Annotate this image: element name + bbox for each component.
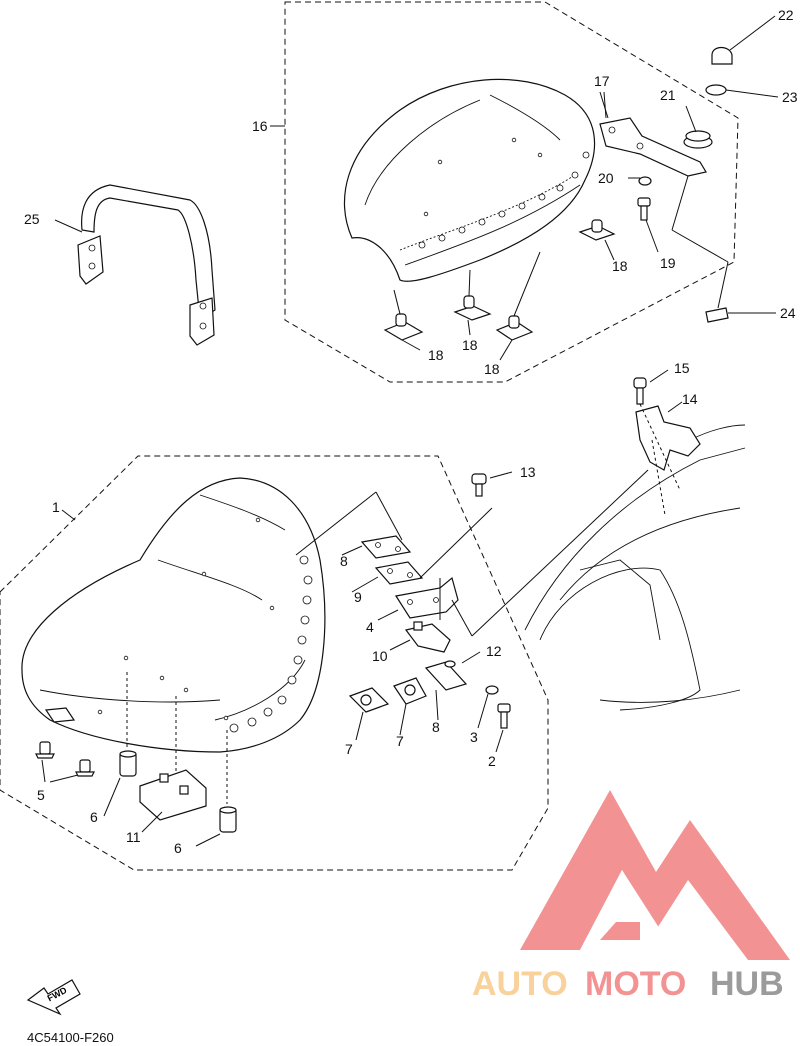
logo-text-moto: MOTO <box>585 965 686 1003</box>
label-8-a: 8 <box>340 553 348 569</box>
label-12: 12 <box>486 643 502 659</box>
bolt-2 <box>497 703 511 729</box>
grommet-21 <box>683 130 713 149</box>
plate-8-b <box>424 661 468 691</box>
logo-text-auto: AUTO <box>472 965 568 1003</box>
bolt-19 <box>637 197 651 221</box>
logo-text-hub: HUB <box>710 965 784 1003</box>
label-19: 19 <box>660 255 676 271</box>
label-18-a: 18 <box>428 347 444 363</box>
label-10: 10 <box>372 648 388 664</box>
label-20: 20 <box>598 170 614 186</box>
label-13: 13 <box>520 464 536 480</box>
label-16: 16 <box>252 118 268 134</box>
stud-18-a <box>383 313 424 341</box>
label-2: 2 <box>488 753 496 769</box>
label-24: 24 <box>780 305 796 321</box>
main-seat <box>21 477 326 753</box>
label-7-a: 7 <box>345 741 353 757</box>
seat-tab <box>44 707 76 723</box>
stud-18-d <box>578 219 616 241</box>
washer-3 <box>485 685 499 695</box>
label-8-b: 8 <box>432 719 440 735</box>
leader-lines <box>54 15 779 847</box>
stopper-7-b <box>393 677 427 705</box>
label-17: 17 <box>594 73 610 89</box>
label-25: 25 <box>24 211 40 227</box>
damper-block-11 <box>139 769 207 821</box>
bolt-13 <box>471 473 487 497</box>
washer-12 <box>444 660 456 668</box>
label-23: 23 <box>782 89 798 105</box>
main-seat-group-boundary <box>0 455 549 871</box>
cap-nut-22 <box>711 46 733 65</box>
bolt-15 <box>633 377 647 405</box>
plate-8-a <box>360 535 412 559</box>
label-4: 4 <box>366 619 374 635</box>
label-5: 5 <box>37 787 45 803</box>
label-18-c: 18 <box>484 361 500 377</box>
label-15: 15 <box>674 360 690 376</box>
bracket-4 <box>395 576 459 619</box>
bracket-10 <box>404 621 451 653</box>
washer-20 <box>638 176 652 186</box>
part-labels: 1 2 3 4 5 6 6 7 7 8 8 9 10 11 12 13 14 1… <box>24 7 798 856</box>
bolt-5-b <box>75 759 95 777</box>
label-9: 9 <box>354 589 362 605</box>
label-18-d: 18 <box>612 258 628 274</box>
label-7-b: 7 <box>396 733 404 749</box>
passenger-seat <box>343 78 596 282</box>
damper-6-a <box>119 750 137 777</box>
label-6-b: 6 <box>174 840 182 856</box>
label-14: 14 <box>682 391 698 407</box>
bracket-14 <box>635 405 701 471</box>
diagram-code: 4C54100-F260 <box>27 1030 114 1045</box>
nut-24 <box>705 307 729 323</box>
bolt-5-a <box>35 741 55 759</box>
label-1: 1 <box>52 499 60 515</box>
fwd-arrow-icon: FWD <box>26 979 81 1016</box>
grab-bar-25 <box>77 184 216 346</box>
passenger-seat-group-boundary <box>284 1 739 383</box>
washer-23 <box>705 84 727 96</box>
rear-fender-outline <box>524 424 746 711</box>
label-21: 21 <box>660 87 676 103</box>
label-11: 11 <box>126 829 141 845</box>
bracket-17 <box>599 117 707 177</box>
label-3: 3 <box>470 729 478 745</box>
label-18-b: 18 <box>462 337 478 353</box>
label-6-a: 6 <box>90 809 98 825</box>
automotohub-logo: AUTO MOTO HUB <box>472 790 790 1003</box>
stud-18-c <box>495 315 534 341</box>
plate-9 <box>374 561 424 585</box>
stud-18-b <box>453 295 492 321</box>
damper-6-b <box>219 806 237 833</box>
label-22: 22 <box>778 7 794 23</box>
stopper-7-a <box>348 687 390 713</box>
